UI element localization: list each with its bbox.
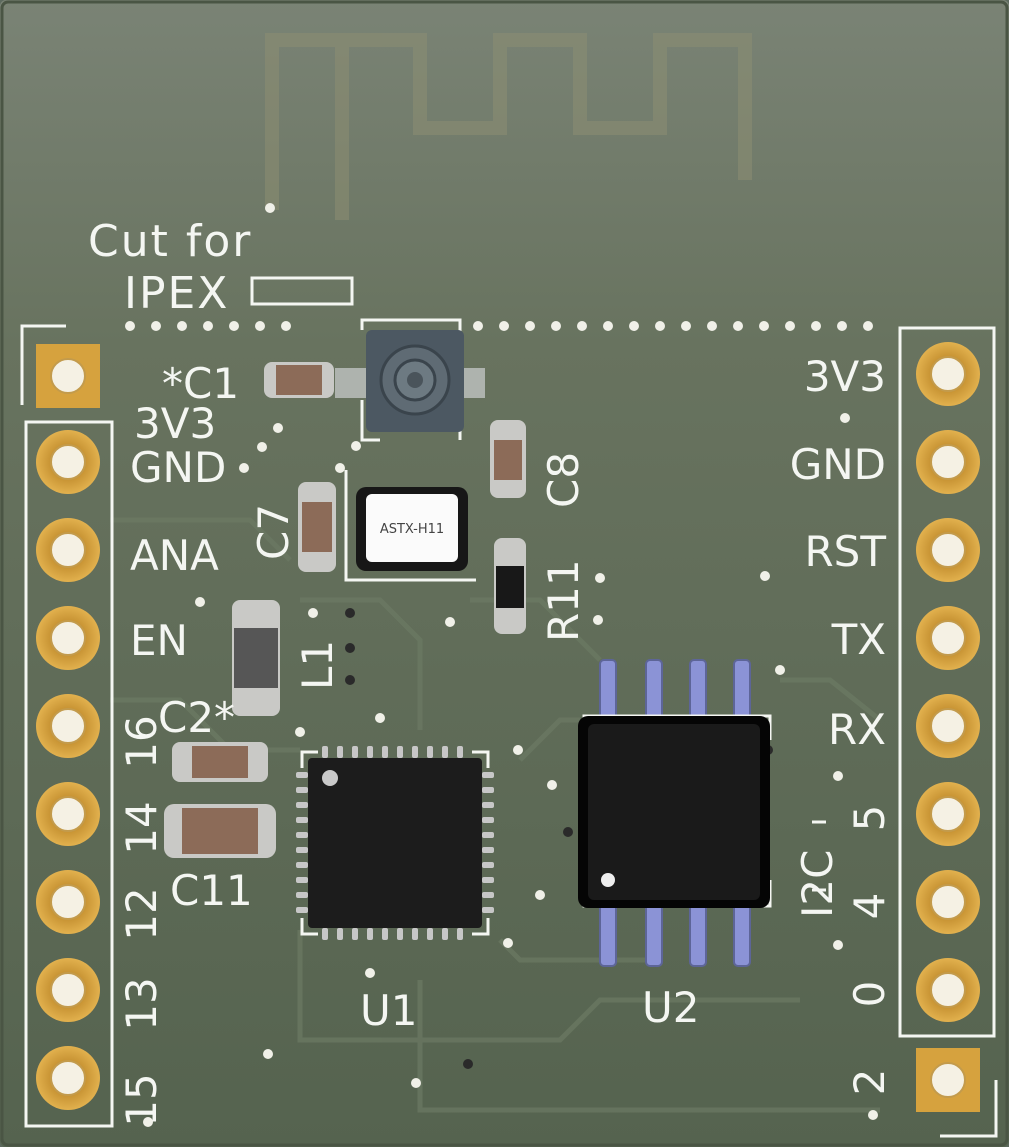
right-header-pin-6[interactable] [916, 782, 980, 846]
right-pin-label-gpio2: 2 [845, 1069, 894, 1096]
right-pin-label-gpio4: 4 [845, 893, 894, 920]
crystal-marking: ASTX-H11 [380, 522, 444, 537]
right-pin-label-rx: RX [828, 705, 886, 754]
left-pin-label-gpio14: 14 [117, 801, 166, 854]
right-header [898, 326, 998, 1138]
inductor-l1[interactable] [232, 600, 280, 716]
left-pin-label-gnd: GND [130, 443, 226, 492]
left-pin-label-gpio13: 13 [117, 977, 166, 1030]
antenna-trace [265, 33, 752, 220]
capacitor-c11[interactable] [164, 804, 276, 858]
c8-label: C8 [539, 452, 588, 508]
left-header [20, 324, 114, 1128]
right-pin-label-rst: RST [805, 527, 887, 576]
via-row [125, 321, 873, 331]
right-pin-label-tx: TX [831, 615, 886, 664]
left-header-pin-8[interactable] [36, 958, 100, 1022]
chip-u1[interactable] [296, 746, 494, 940]
crystal-astx-h11[interactable]: ASTX-H11 [344, 470, 476, 582]
u1-label: U1 [360, 986, 417, 1035]
c7-label: C7 [249, 504, 298, 560]
right-header-pin-9-square[interactable] [916, 1048, 980, 1112]
cut-jumper-outline[interactable] [250, 276, 354, 306]
left-pin-label-gpio16: 16 [117, 715, 166, 768]
right-header-pin-8[interactable] [916, 958, 980, 1022]
left-pin-label-ana: ANA [130, 531, 219, 580]
right-header-pin-4[interactable] [916, 606, 980, 670]
right-header-pin-7[interactable] [916, 870, 980, 934]
left-header-pin-3[interactable] [36, 518, 100, 582]
capacitor-c1[interactable] [264, 362, 334, 398]
right-header-pin-3[interactable] [916, 518, 980, 582]
right-pin-label-3v3: 3V3 [804, 352, 886, 401]
right-header-pin-2[interactable] [916, 430, 980, 494]
ipex-label: IPEX [124, 268, 229, 319]
c2-label: C2* [158, 693, 235, 742]
chip-u2[interactable] [578, 659, 772, 967]
l1-label: L1 [293, 640, 342, 690]
u2-label: U2 [642, 983, 699, 1032]
c1-label: *C1 [162, 359, 239, 408]
r11-label: R11 [539, 559, 588, 642]
i2c-label: I2C [793, 850, 842, 918]
left-pin-label-3v3: 3V3 [134, 399, 216, 448]
i2c-bracket [812, 820, 826, 892]
left-header-pin-5[interactable] [36, 694, 100, 758]
right-pin-label-gpio0: 0 [845, 981, 894, 1008]
c11-label: C11 [170, 866, 253, 915]
capacitor-c8[interactable] [490, 420, 526, 498]
capacitor-c2[interactable] [172, 742, 268, 782]
right-header-pin-1[interactable] [916, 342, 980, 406]
left-pin-label-en: EN [130, 616, 188, 665]
left-header-pin-7[interactable] [36, 870, 100, 934]
capacitor-c7[interactable] [298, 482, 336, 572]
left-header-pin-2[interactable] [36, 430, 100, 494]
resistor-r11[interactable] [494, 538, 526, 634]
right-pin-label-gpio5: 5 [845, 805, 894, 832]
left-header-pin-6[interactable] [36, 782, 100, 846]
left-pin-label-gpio12: 12 [117, 887, 166, 940]
left-header-pin-4[interactable] [36, 606, 100, 670]
left-header-pin-9[interactable] [36, 1046, 100, 1110]
left-pin-label-gpio15: 15 [117, 1073, 166, 1126]
ipex-connector[interactable] [335, 318, 485, 442]
right-pin-label-gnd: GND [790, 440, 886, 489]
cut-for-label: Cut for [88, 216, 252, 267]
scattered-vias [143, 203, 878, 1127]
left-header-pin-1-square[interactable] [36, 344, 100, 408]
right-header-pin-5[interactable] [916, 694, 980, 758]
